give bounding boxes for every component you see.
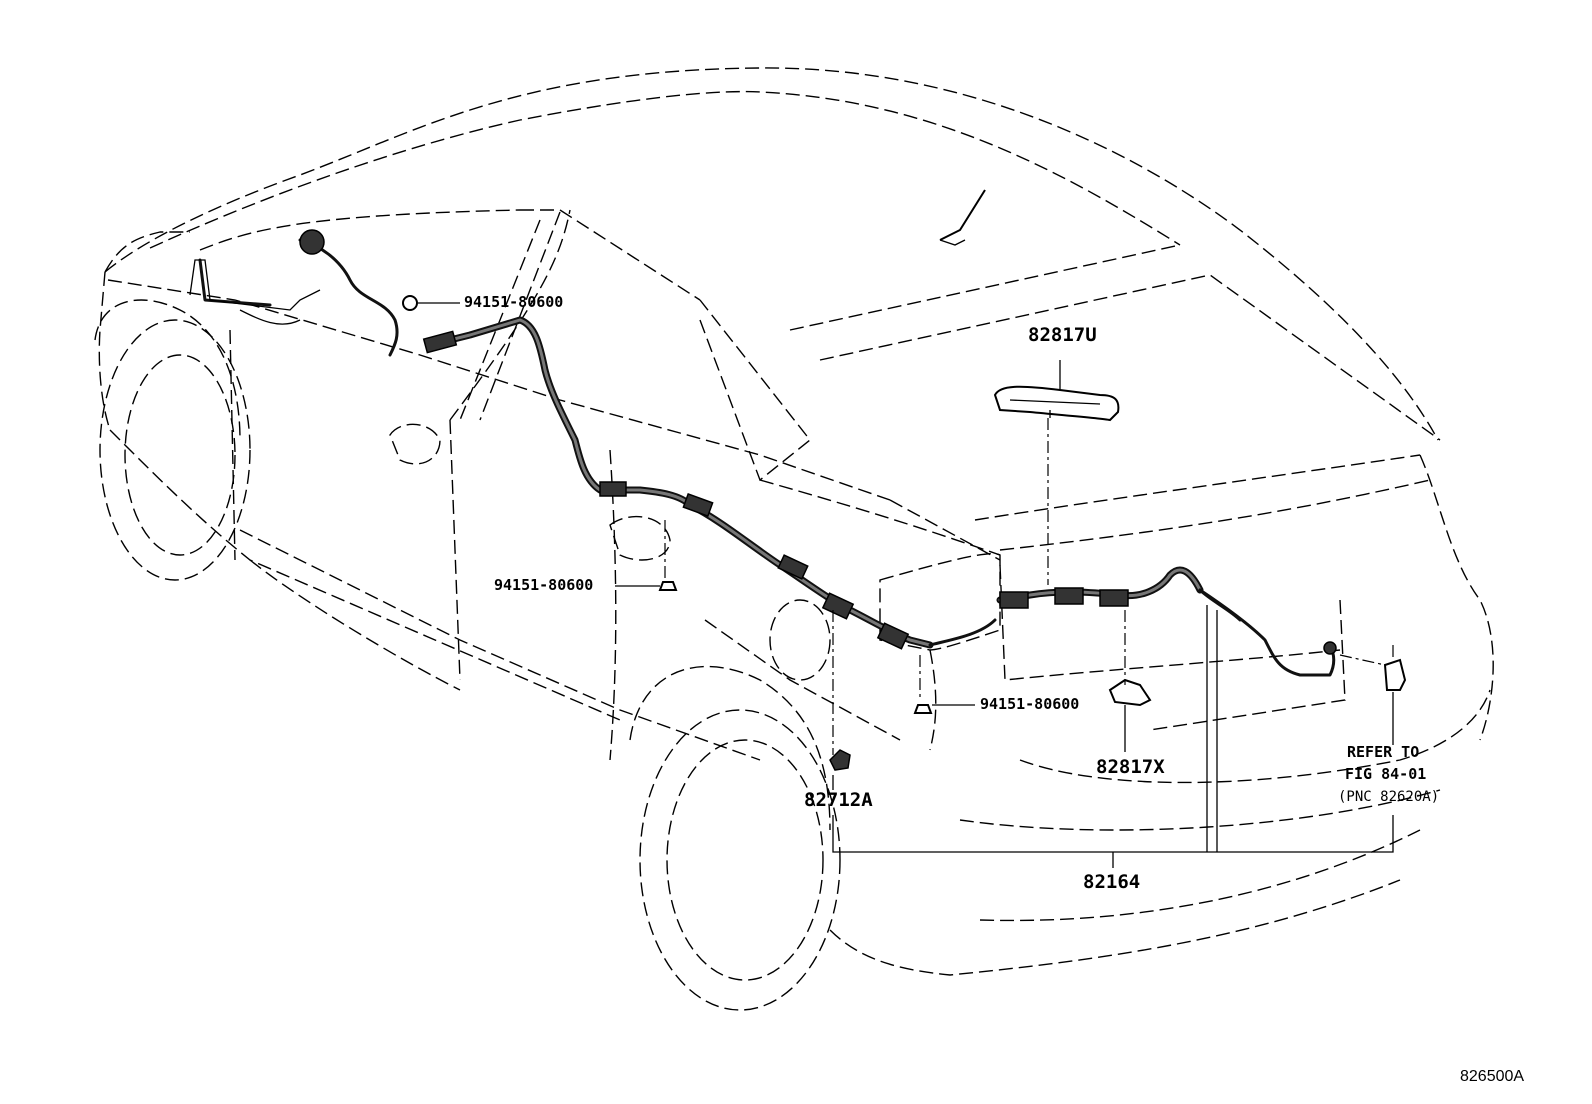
clamp-82712a-drawing (829, 749, 851, 771)
roof-antenna (939, 189, 986, 246)
vehicle-body-outline (94, 67, 1494, 1011)
callout-82817u: 82817U (1028, 324, 1097, 346)
wire-harness (189, 229, 1337, 677)
bracket-82817u-drawing (993, 385, 1120, 422)
callout-82817x: 82817X (1096, 756, 1165, 778)
reference-note-line3: (PNC 82620A) (1338, 789, 1440, 805)
bracket-82817x-drawing (1108, 678, 1152, 707)
callout-94151-80600-rear: 94151-80600 (980, 695, 1080, 713)
leader-lines (418, 302, 1394, 868)
callout-82164: 82164 (1083, 871, 1141, 893)
callout-94151-80600-top: 94151-80600 (464, 293, 564, 311)
callout-94151-80600-door: 94151-80600 (494, 576, 594, 594)
reference-note-line2: FIG 84-01 (1345, 765, 1427, 783)
connector-82620a-drawing (1383, 658, 1407, 691)
clips (402, 295, 933, 714)
diagram-code: 826500A (1460, 1068, 1525, 1085)
reference-note-line1: REFER TO (1347, 743, 1420, 761)
callout-82712a: 82712A (804, 789, 873, 811)
